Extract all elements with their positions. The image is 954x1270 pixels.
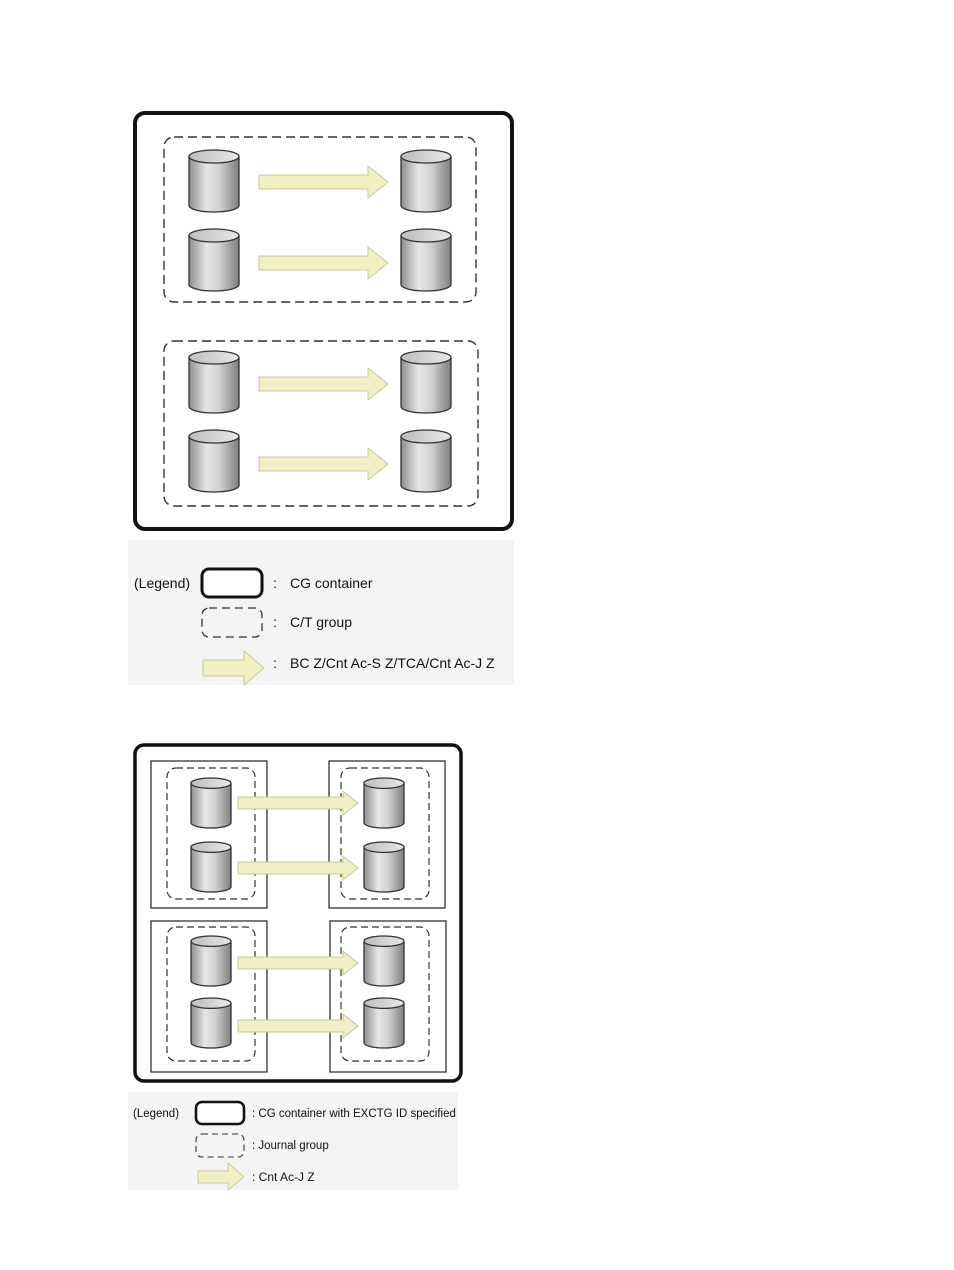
figure-2: (Legend) : CG container with EXCTG ID sp… — [128, 745, 461, 1190]
secondary-volume-1 — [401, 150, 451, 212]
legend-1-cg-container-symbol — [202, 569, 262, 597]
legend-2-cg-container-symbol — [196, 1102, 244, 1124]
legend-1-separator-1: : — [273, 575, 277, 591]
primary-volume-4 — [189, 430, 239, 492]
legend-1-separator-2: : — [273, 614, 277, 630]
legend-1-copy-type-label: BC Z/Cnt Ac-S Z/TCA/Cnt Ac-J Z — [290, 655, 495, 671]
legend-1-separator-3: : — [273, 655, 277, 671]
primary-volume-1 — [189, 150, 239, 212]
secondary-volume-2 — [364, 842, 404, 892]
secondary-volume-3 — [401, 351, 451, 413]
legend-2: (Legend) : CG container with EXCTG ID sp… — [128, 1092, 458, 1190]
legend-1: (Legend) : CG container : C/T group : BC… — [128, 540, 514, 685]
primary-volume-2 — [189, 229, 239, 291]
primary-volume-3 — [189, 351, 239, 413]
secondary-volume-2 — [401, 229, 451, 291]
legend-1-ct-group-label: C/T group — [290, 614, 352, 630]
secondary-volume-4 — [401, 430, 451, 492]
primary-volume-2 — [191, 842, 231, 892]
secondary-volume-1 — [364, 778, 404, 828]
secondary-volume-3 — [364, 936, 404, 986]
primary-volume-3 — [191, 936, 231, 986]
figure-1: (Legend) : CG container : C/T group : BC… — [128, 113, 514, 685]
primary-volume-1 — [191, 778, 231, 828]
legend-1-title: (Legend) — [134, 575, 190, 591]
secondary-volume-4 — [364, 998, 404, 1048]
legend-2-journal-group-label: : Journal group — [252, 1140, 329, 1152]
primary-volume-4 — [191, 998, 231, 1048]
legend-2-copy-type-label: : Cnt Ac-J Z — [252, 1170, 315, 1184]
legend-1-cg-container-label: CG container — [290, 575, 373, 591]
legend-2-title: (Legend) — [133, 1108, 179, 1120]
legend-2-cg-container-label: : CG container with EXCTG ID specified — [252, 1108, 456, 1120]
